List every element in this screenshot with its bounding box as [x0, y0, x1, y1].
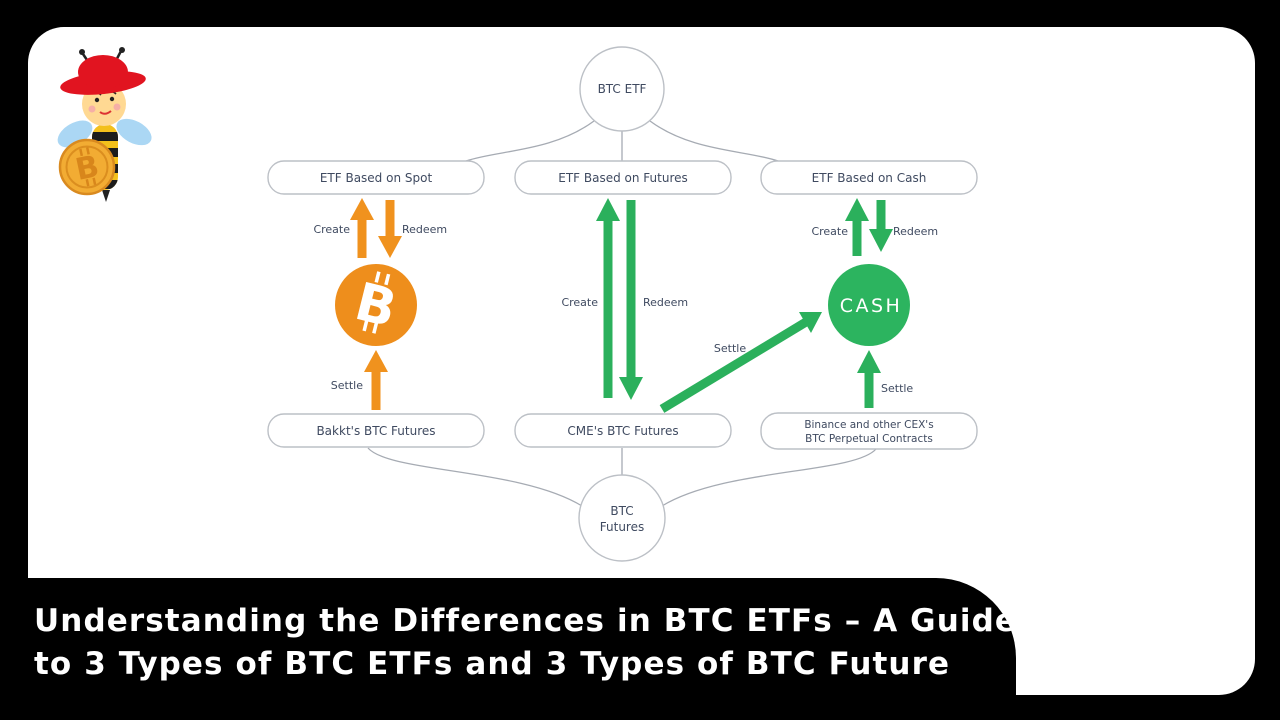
bee-mouth: [99, 110, 112, 115]
bee-cheek-right: [113, 103, 121, 111]
binance-settle-label: Settle: [881, 382, 913, 395]
video-title: Understanding the Differences in BTC ETF…: [34, 600, 1018, 686]
bottom-node-line2: Futures: [600, 520, 644, 534]
bee-hat-dome: [78, 55, 128, 89]
cash-circle: CASH: [828, 264, 910, 346]
spot-create-label: Create: [313, 223, 350, 236]
connector-binance-to-bottom-node: [661, 448, 877, 507]
bee-stinger: [102, 190, 110, 202]
bee-eye-right: [109, 96, 115, 102]
title-band: [0, 578, 1016, 720]
cme-label: CME's BTC Futures: [567, 424, 678, 438]
bakkt-label: Bakkt's BTC Futures: [316, 424, 435, 438]
spot-settle-label: Settle: [331, 379, 363, 392]
futures-create-label: Create: [561, 296, 598, 309]
bee-antenna-left-tip: [79, 49, 85, 55]
bee-cheek-left: [88, 105, 96, 113]
spot-create-arrow: [350, 198, 374, 258]
cash-create-arrow: [845, 198, 869, 256]
binance-label-line1: Binance and other CEX's: [804, 419, 933, 431]
cash-circle-label: CASH: [840, 295, 903, 317]
bee-mascot-logo: B: [57, 47, 152, 202]
cash-redeem-label: Redeem: [893, 225, 938, 238]
connector-lines: [367, 120, 877, 507]
cash-create-label: Create: [811, 225, 848, 238]
connector-root-to-cash-box: [649, 120, 779, 162]
etf-futures-box: ETF Based on Futures: [514, 160, 732, 195]
etf-spot-box: ETF Based on Spot: [267, 160, 485, 195]
bakkt-box: Bakkt's BTC Futures: [267, 413, 485, 448]
futures-redeem-arrow: [619, 200, 643, 400]
connector-root-to-spot-box: [465, 120, 595, 162]
bitcoin-coin-icon: B: [335, 264, 417, 346]
bottom-node-line1: BTC: [610, 504, 633, 518]
binance-settle-arrow: [857, 350, 881, 408]
futures-redeem-label: Redeem: [643, 296, 688, 309]
bee-wing-right: [116, 118, 152, 146]
cash-redeem-arrow: [869, 200, 893, 252]
cme-settle-label: Settle: [714, 342, 746, 355]
spot-settle-arrow: [364, 350, 388, 410]
connector-bakkt-to-bottom-node: [367, 447, 583, 507]
cme-settle-arrow: [659, 312, 822, 413]
cme-box: CME's BTC Futures: [514, 413, 732, 448]
binance-box: Binance and other CEX's BTC Perpetual Co…: [760, 412, 978, 450]
title-line-2: to 3 Types of BTC ETFs and 3 Types of BT…: [34, 646, 951, 682]
bottom-node-btc-futures: BTC Futures: [578, 474, 666, 562]
bee-eye-left: [94, 97, 100, 103]
root-node-label: BTC ETF: [598, 82, 647, 96]
futures-create-arrow: [596, 198, 620, 398]
etf-cash-box: ETF Based on Cash: [760, 160, 978, 195]
title-line-1: Understanding the Differences in BTC ETF…: [34, 603, 1018, 639]
etf-cash-label: ETF Based on Cash: [812, 171, 927, 185]
root-node-btc-etf: BTC ETF: [579, 46, 665, 132]
spot-redeem-label: Redeem: [402, 223, 447, 236]
etf-futures-label: ETF Based on Futures: [558, 171, 688, 185]
etf-spot-label: ETF Based on Spot: [320, 171, 433, 185]
spot-redeem-arrow: [378, 200, 402, 258]
bee-antenna-right-tip: [119, 47, 125, 53]
bee-coin: B: [58, 138, 116, 196]
binance-label-line2: BTC Perpetual Contracts: [805, 433, 933, 445]
